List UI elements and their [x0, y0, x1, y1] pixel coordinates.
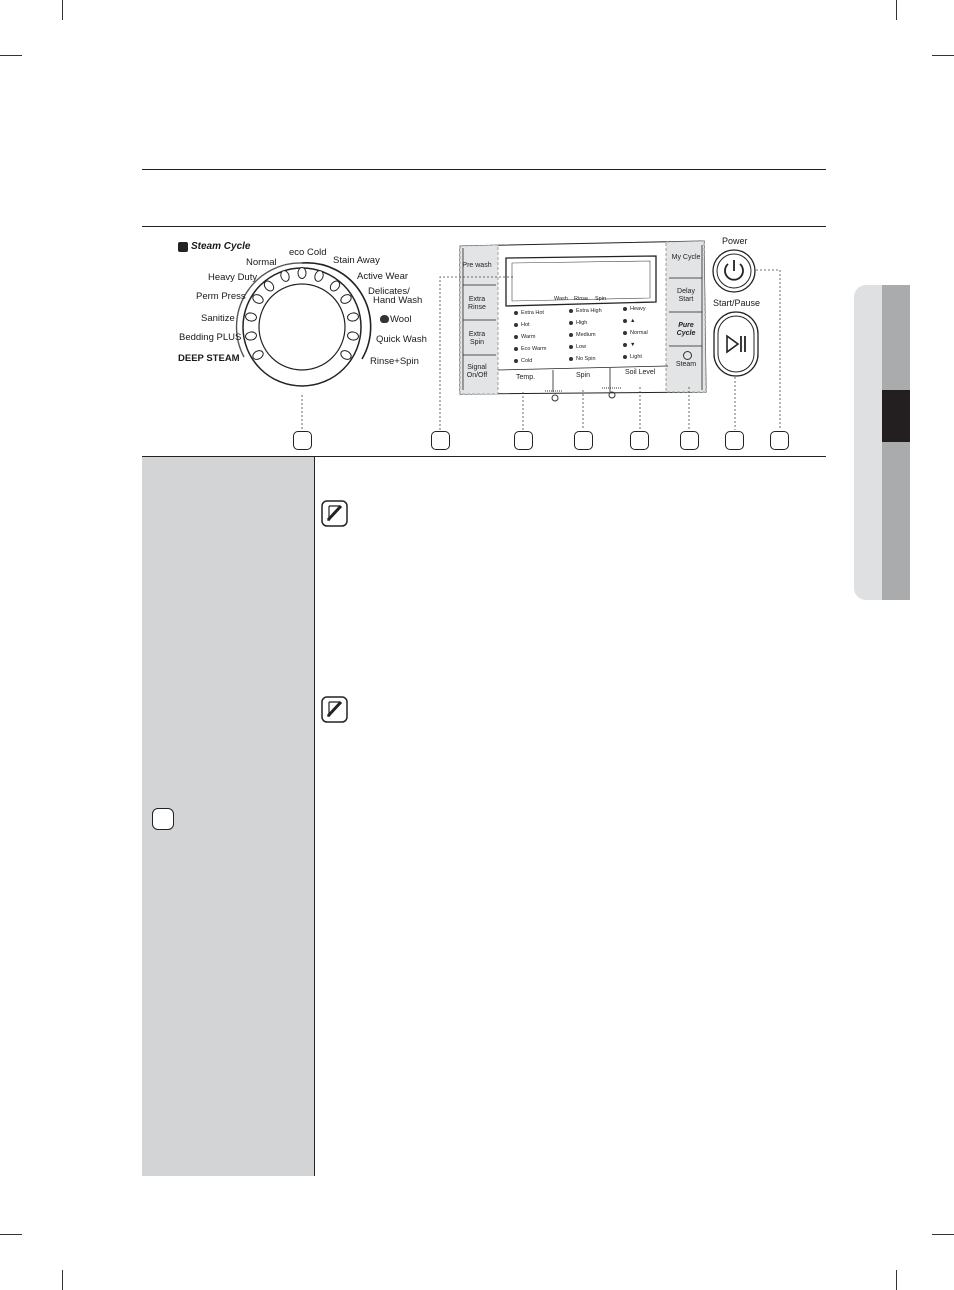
note-icon	[321, 500, 348, 527]
power-label: Power	[722, 236, 748, 246]
delay-start-button[interactable]: Delay Start	[677, 288, 695, 303]
temp-options: Extra Hot Hot Warm Eco Warm Cold	[514, 310, 546, 370]
top-rule	[142, 169, 826, 170]
soil-option: Light	[630, 354, 642, 360]
button-panel	[459, 240, 707, 395]
cycle-delicates: Delicates/	[368, 286, 410, 297]
extra-spin-button[interactable]: Extra Spin	[468, 331, 486, 346]
panel-top-rule	[142, 226, 826, 227]
callout-left-options	[431, 431, 450, 450]
chapter-tab-active	[882, 390, 910, 442]
extra-rinse-button[interactable]: Extra Rinse	[468, 296, 486, 311]
start-pause-button[interactable]	[712, 310, 760, 378]
wool-icon	[380, 315, 389, 323]
cycle-dial[interactable]	[230, 255, 380, 405]
power-button[interactable]	[711, 248, 757, 294]
steam-button[interactable]: Steam	[675, 361, 697, 368]
crop-mark	[0, 1234, 22, 1235]
temp-option: Hot	[521, 322, 530, 328]
spin-options: Extra High High Medium Low No Spin	[569, 308, 602, 368]
cycle-normal: Normal	[246, 257, 277, 268]
smart-check-icon	[602, 387, 622, 399]
temp-option: Extra Hot	[521, 310, 544, 316]
callout-temp	[514, 431, 533, 450]
leader-lines	[301, 269, 781, 430]
soil-option: Heavy	[630, 306, 646, 312]
cycle-quick-wash: Quick Wash	[376, 334, 427, 345]
stage-spin: Spin	[595, 296, 607, 302]
table-divider	[314, 457, 315, 1176]
spin-option: Extra High	[576, 308, 602, 314]
steam-cycle-icon	[178, 242, 188, 252]
pure-cycle-button[interactable]: Pure Cycle	[676, 322, 696, 337]
spin-button[interactable]: Spin	[576, 372, 591, 379]
temp-option: Eco Warm	[521, 346, 547, 352]
stage-wash: Wash	[554, 296, 568, 302]
cycle-stain-away: Stain Away	[333, 255, 380, 266]
crop-mark	[62, 1270, 63, 1290]
soil-option: Normal	[630, 330, 648, 336]
chapter-tab	[854, 285, 910, 600]
panel-bottom-rule	[142, 456, 826, 457]
callout-power	[770, 431, 789, 450]
signal-button[interactable]: Signal On/Off	[466, 364, 488, 379]
crop-mark	[896, 0, 897, 20]
cycle-heavy-duty: Heavy Duty	[208, 272, 258, 283]
cycle-eco-cold: eco Cold	[289, 247, 327, 258]
start-pause-label: Start/Pause	[713, 298, 761, 308]
cycle-deep-steam: DEEP STEAM	[178, 353, 240, 364]
row-callout	[152, 808, 174, 830]
cycle-active-wear: Active Wear	[357, 271, 409, 282]
callout-right-options	[680, 431, 699, 450]
steam-icon	[683, 351, 692, 360]
crop-mark	[932, 55, 954, 56]
crop-mark	[896, 1270, 897, 1290]
temp-option: Cold	[521, 358, 533, 364]
soil-level-button[interactable]: Soil Level	[625, 369, 656, 376]
spin-option: Medium	[576, 332, 596, 338]
soil-option: ▲	[630, 318, 636, 324]
callout-spin	[574, 431, 593, 450]
cycle-bedding-plus: Bedding PLUS	[179, 332, 242, 343]
temp-option: Warm	[521, 334, 536, 340]
stage-rinse: Rinse	[574, 296, 589, 302]
cycle-wool: Wool	[390, 314, 412, 325]
steam-cycle-header: Steam Cycle	[191, 241, 251, 252]
crop-mark	[62, 0, 63, 20]
cycle-sanitize: Sanitize	[201, 313, 235, 324]
cycle-hand-wash: Hand Wash	[373, 295, 423, 306]
callout-soil	[630, 431, 649, 450]
callout-dial	[293, 431, 312, 450]
temp-button[interactable]: Temp.	[516, 374, 536, 381]
note-icon	[321, 696, 348, 723]
cycle-rinse-spin: Rinse+Spin	[370, 356, 419, 367]
crop-mark	[932, 1234, 954, 1235]
prewash-button[interactable]: Pre wash	[462, 262, 492, 269]
child-lock-icon	[545, 390, 563, 402]
spin-option: No Spin	[576, 356, 596, 362]
cycle-perm-press: Perm Press	[196, 291, 246, 302]
callout-start-pause	[725, 431, 744, 450]
soil-option: ▼	[630, 342, 636, 348]
my-cycle-button[interactable]: My Cycle	[671, 254, 701, 261]
spin-option: Low	[576, 344, 587, 350]
spin-option: High	[576, 320, 588, 326]
crop-mark	[0, 55, 22, 56]
soil-options: Heavy ▲ Normal ▼ Light	[623, 306, 648, 366]
